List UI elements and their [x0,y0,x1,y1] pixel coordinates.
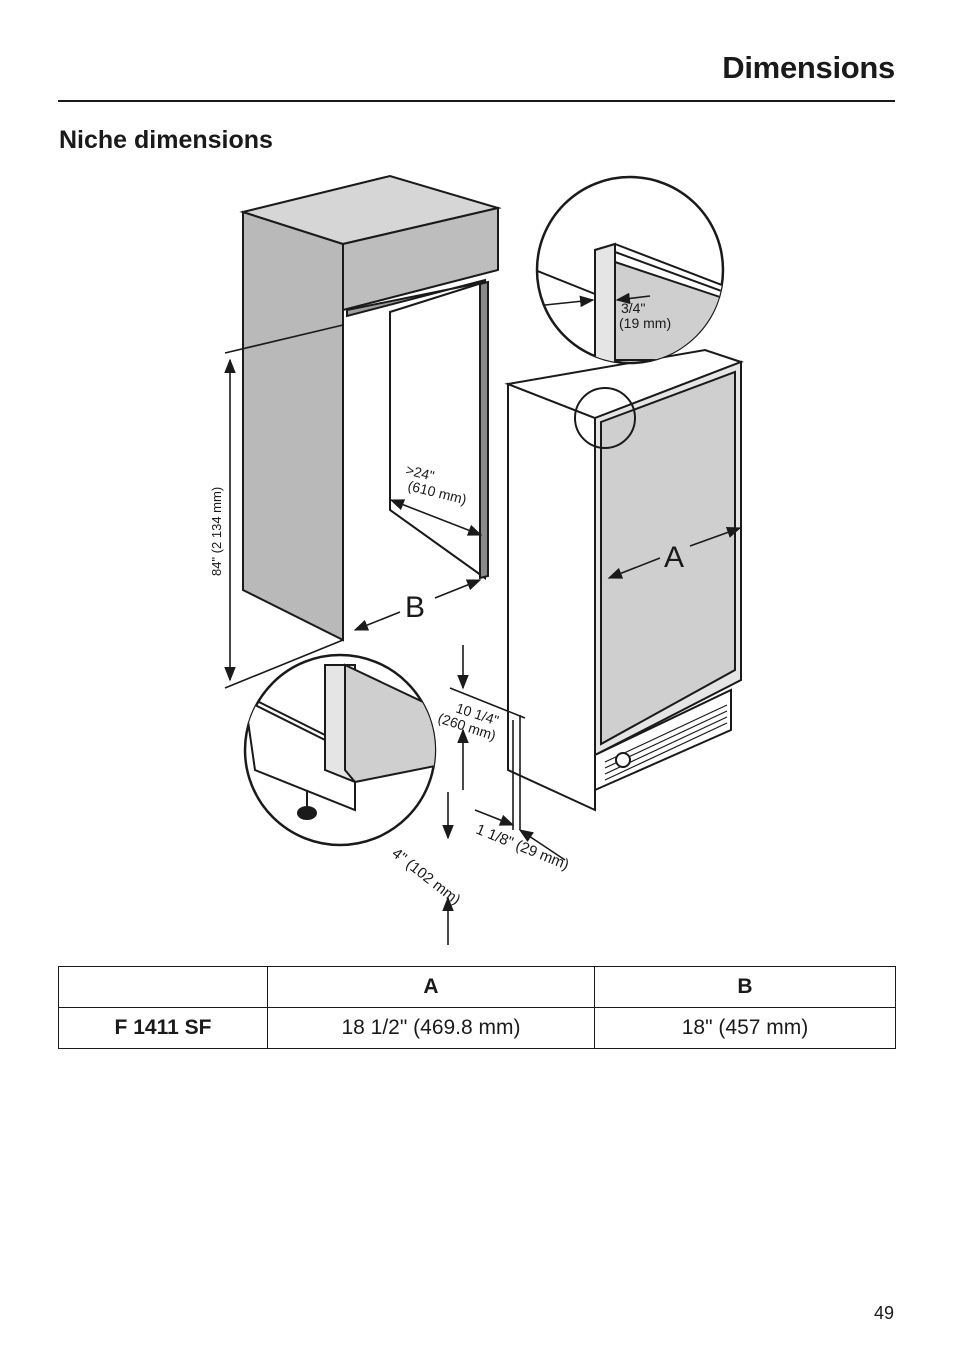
dimension-a-cell: 18 1/2" (469.8 mm) [267,1007,595,1049]
height-label: 84" (2 134 mm) [209,487,224,576]
dimensions-table: A B F 1411 SF 18 1/2" (469.8 mm) 18" (45… [58,966,896,1049]
panel-thickness-line2: (19 mm) [619,315,671,331]
title-divider [58,100,895,102]
detail-marker-circle [574,387,636,449]
depth-label-line1: >24" [404,461,436,483]
niche-cabinet [239,174,502,642]
dimension-b-cell: 18" (457 mm) [594,1007,896,1049]
top-detail-magnifier [535,175,725,365]
dimension-lines [224,324,742,945]
table-header-row: A B [58,966,896,1008]
niche-dimensions-diagram: 84" (2 134 mm) >24" (610 mm) 3/4" (19 mm… [209,174,744,945]
table-header-model [58,966,268,1008]
appliance-cabinet [504,348,744,812]
model-cell: F 1411 SF [58,1007,268,1049]
dimension-a-label: A [664,541,684,574]
panel-thickness-line1: 3/4" [621,300,645,316]
toe-kick-label: 4" (102 mm) [389,845,464,909]
dimension-b-label: B [405,591,425,624]
page-title: Dimensions [722,50,895,85]
section-heading: Niche dimensions [59,126,273,154]
table-row: F 1411 SF 18 1/2" (469.8 mm) 18" (457 mm… [58,1007,896,1049]
bottom-detail-magnifier [243,653,437,847]
page-number: 49 [873,1303,894,1323]
table-header-a: A [267,966,595,1008]
offset-label: 1 1/8" (29 mm) [474,821,572,874]
table-header-b: B [594,966,896,1008]
